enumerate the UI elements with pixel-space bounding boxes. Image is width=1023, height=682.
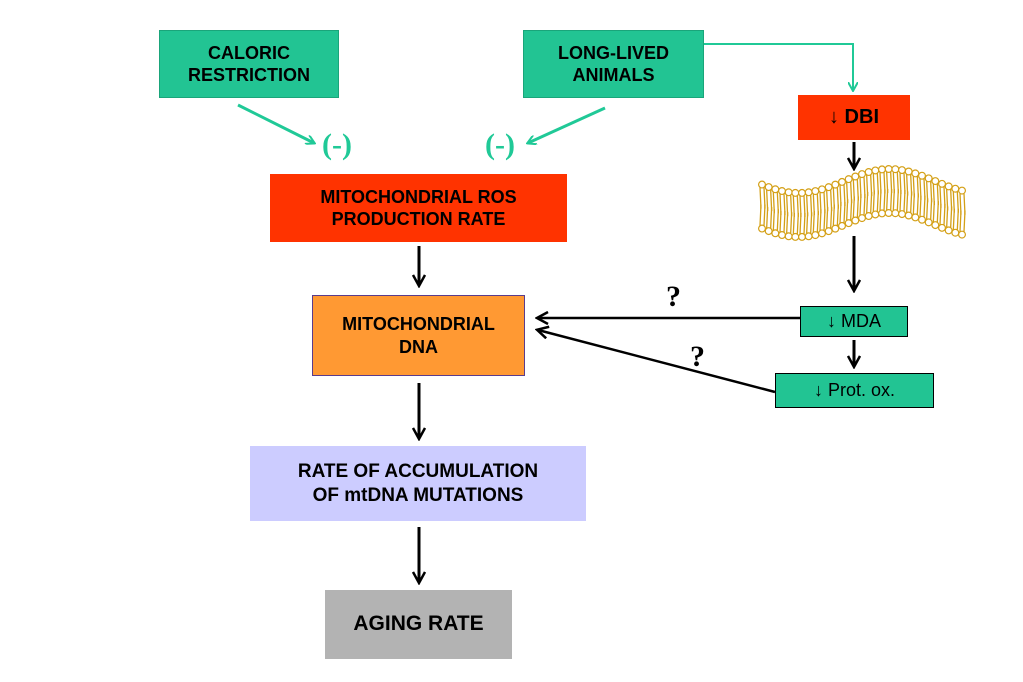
aging-rate-box: AGING RATE [325, 590, 512, 659]
question-mark-protox: ? [690, 340, 705, 373]
mda-box: ↓ MDA [800, 306, 908, 337]
arrow-protox-to-mtdna [538, 330, 776, 394]
question-mark-mda: ? [666, 280, 681, 313]
dbi-box: ↓ DBI [798, 95, 910, 140]
prot-ox-box: ↓ Prot. ox. [775, 373, 934, 408]
mitochondrial-dna-box: MITOCHONDRIAL DNA [312, 295, 525, 376]
long-lived-animals-box: LONG-LIVED ANIMALS [523, 30, 704, 98]
mtdna-mutation-accumulation-box: RATE OF ACCUMULATION OF mtDNA MUTATIONS [250, 446, 586, 521]
arrow-longlived-to-minus [528, 106, 606, 143]
ros-production-box: MITOCHONDRIAL ROS PRODUCTION RATE [270, 174, 567, 242]
inhibition-label-right: (-) [485, 128, 515, 161]
inhibition-label-left: (-) [322, 128, 352, 161]
arrow-caloric-to-minus [237, 103, 314, 143]
caloric-restriction-box: CALORIC RESTRICTION [159, 30, 339, 98]
arrow-longlived-to-dbi [704, 43, 853, 90]
lipid-bilayer-icon [757, 165, 966, 241]
